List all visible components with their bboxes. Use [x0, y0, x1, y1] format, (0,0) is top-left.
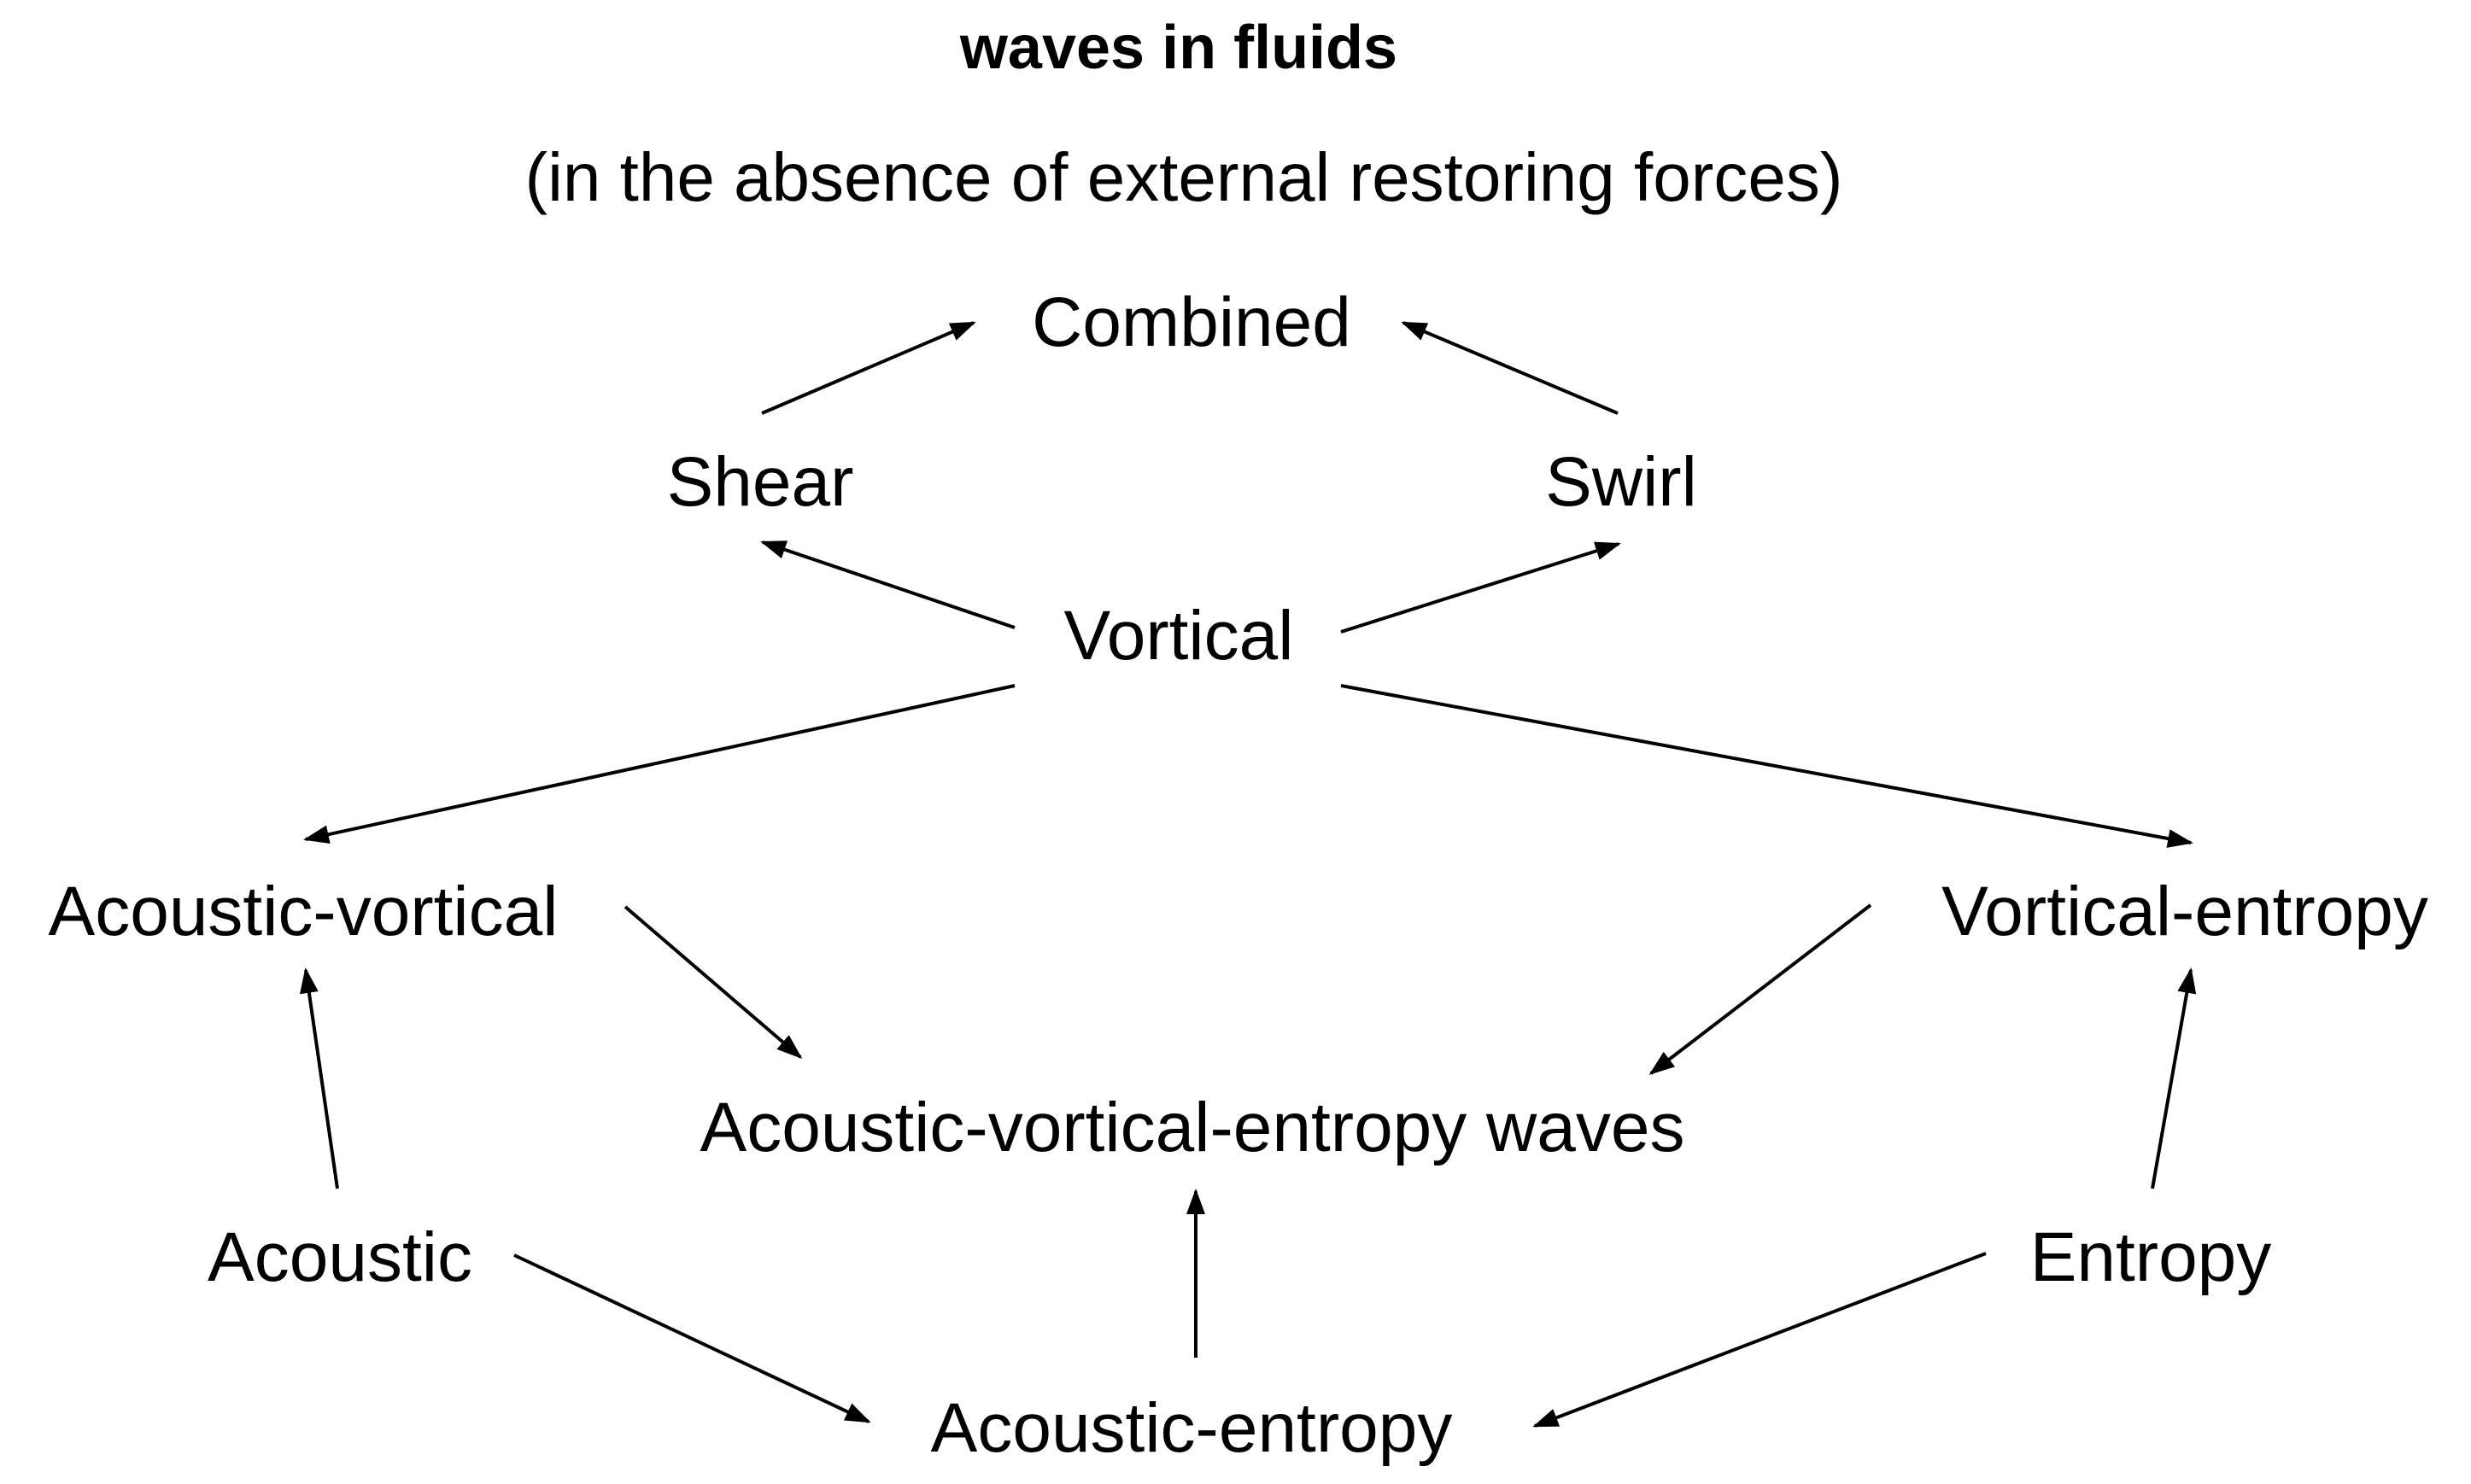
edge-entropy-to-vortical-entropy	[2151, 967, 2197, 1189]
edge-acoustic-to-acoustic-entropy	[513, 1253, 871, 1423]
diagram-subtitle: (in the absence of external restoring fo…	[524, 139, 1842, 215]
edge-vortical-to-vortical-entropy	[1340, 684, 2193, 848]
edge-swirl-to-combined	[1401, 321, 1619, 415]
edge-vortical-to-swirl	[1340, 541, 1621, 634]
node-acoustic-entropy: Acoustic-entropy	[931, 1389, 1453, 1467]
nodes: Combined Shear Swirl Vortical Acoustic-v…	[49, 283, 2428, 1467]
edge-entropy-to-acoustic-entropy	[1532, 1252, 1987, 1428]
edge-vortical-entropy-to-ave	[1648, 903, 1872, 1075]
node-acoustic-vortical-entropy-waves: Acoustic-vortical-entropy waves	[700, 1089, 1685, 1166]
node-vortical-entropy: Vortical-entropy	[1941, 873, 2428, 950]
edge-vortical-to-acoustic-vortical	[303, 684, 1016, 844]
node-combined: Combined	[1032, 283, 1351, 361]
diagram-title: waves in fluids	[959, 14, 1397, 82]
edge-shear-to-combined	[761, 321, 976, 415]
node-shear: Shear	[667, 443, 854, 521]
edges	[299, 321, 2197, 1428]
node-entropy: Entropy	[2030, 1218, 2272, 1296]
node-swirl: Swirl	[1545, 443, 1697, 521]
node-acoustic: Acoustic	[208, 1218, 472, 1296]
node-acoustic-vortical: Acoustic-vortical	[49, 873, 559, 950]
node-vortical: Vortical	[1064, 597, 1294, 675]
edge-acoustic-vortical-to-ave	[624, 905, 803, 1059]
edge-vortical-to-shear	[760, 540, 1016, 629]
edge-acoustic-to-acoustic-vortical	[299, 967, 339, 1189]
